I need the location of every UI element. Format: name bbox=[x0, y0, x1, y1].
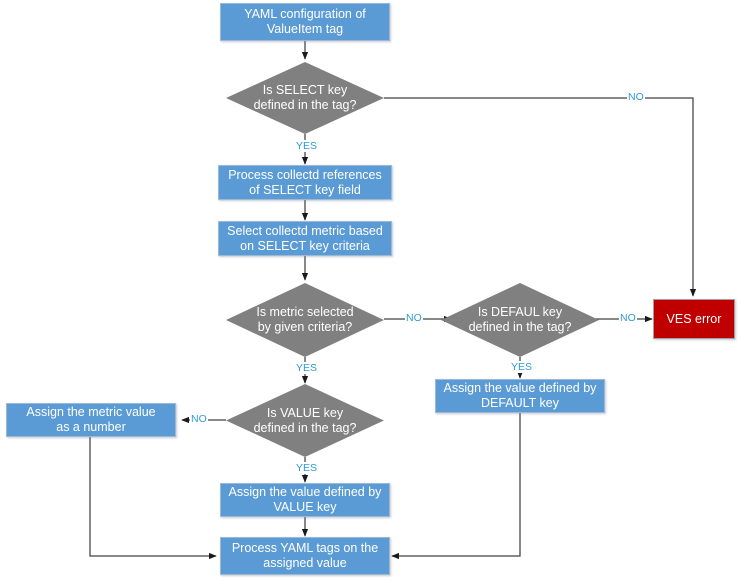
node-is-default-key-line1: Is DEFAUL key bbox=[477, 305, 563, 320]
node-process-yaml-tags-line2: assigned value bbox=[263, 556, 347, 570]
edge-label-value-yes: YES bbox=[295, 462, 319, 474]
node-select-metric-line1: Select collectd metric based bbox=[227, 223, 383, 238]
node-assign-metric-number-line1: Assign the metric value bbox=[26, 405, 156, 420]
node-assign-value-key[interactable]: Assign the value defined by VALUE key bbox=[220, 483, 390, 517]
node-process-references-line2: of SELECT key field bbox=[249, 182, 361, 197]
node-assign-metric-number-line2: as a number bbox=[56, 420, 126, 434]
node-assign-default-value-line2: DEFAULT key bbox=[480, 396, 560, 410]
node-assign-default-value-line1: Assign the value defined by bbox=[443, 381, 597, 396]
node-assign-value-key-line1: Assign the value defined by bbox=[228, 485, 382, 500]
node-assign-default-value[interactable]: Assign the value defined by DEFAULT key bbox=[435, 379, 605, 413]
edge-default-to-yaml bbox=[391, 412, 521, 560]
node-start-line1: YAML configuration of bbox=[244, 7, 366, 22]
node-start-line2: ValueItem tag bbox=[266, 22, 344, 36]
node-process-references-line1: Process collectd references bbox=[228, 167, 382, 182]
edge-label-select-yes: YES bbox=[295, 140, 319, 152]
edge-label-value-no: NO bbox=[190, 413, 208, 425]
node-is-select-key-line2: defined in the tag? bbox=[253, 98, 357, 112]
node-is-value-key-line2: defined in the tag? bbox=[253, 420, 357, 435]
edge-label-default-yes: YES bbox=[510, 361, 534, 373]
edge-number-to-yaml bbox=[89, 437, 217, 560]
node-is-metric-selected-line1: Is metric selected bbox=[256, 305, 354, 320]
node-process-references[interactable]: Process collectd references of SELECT ke… bbox=[218, 165, 392, 200]
edge-select-no bbox=[384, 97, 697, 297]
node-is-select-key-line1: Is SELECT key bbox=[262, 83, 348, 98]
edge-label-default-no: NO bbox=[619, 312, 637, 324]
edge-label-metric-yes: YES bbox=[295, 362, 319, 374]
node-select-metric-line2: on SELECT key criteria bbox=[240, 238, 370, 253]
node-process-yaml-tags[interactable]: Process YAML tags on the assigned value bbox=[220, 537, 390, 575]
node-ves-error[interactable]: VES error bbox=[653, 299, 735, 339]
node-assign-metric-number[interactable]: Assign the metric value as a number bbox=[6, 403, 176, 437]
node-assign-value-key-line2: VALUE key bbox=[273, 500, 337, 514]
node-is-default-key-line2: defined in the tag? bbox=[468, 320, 572, 334]
node-start[interactable]: YAML configuration of ValueItem tag bbox=[220, 3, 390, 41]
node-ves-error-label: VES error bbox=[666, 311, 722, 326]
node-process-yaml-tags-line1: Process YAML tags on the bbox=[231, 541, 379, 556]
edge-label-select-no: NO bbox=[627, 91, 645, 103]
node-is-metric-selected-line2: by given criteria? bbox=[257, 320, 353, 334]
node-is-value-key-line1: Is VALUE key bbox=[266, 405, 344, 420]
node-select-metric[interactable]: Select collectd metric based on SELECT k… bbox=[218, 221, 392, 256]
edge-label-metric-no: NO bbox=[405, 312, 423, 324]
